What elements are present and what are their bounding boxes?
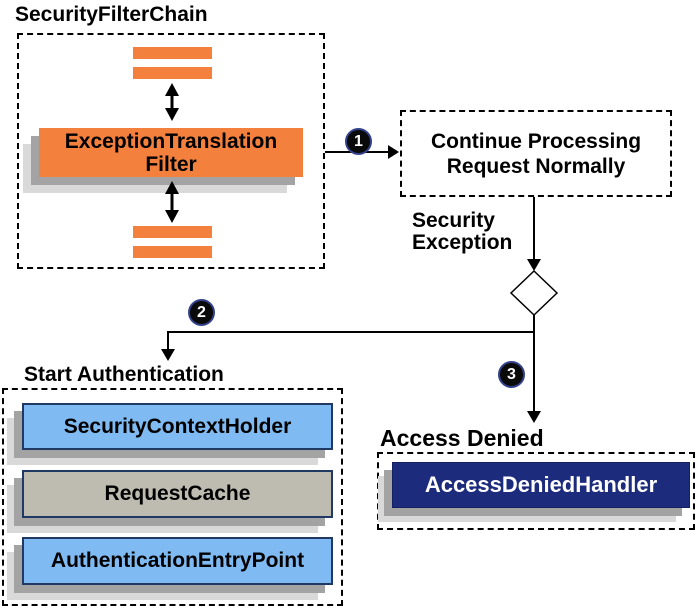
authentication-entry-point-label: AuthenticationEntryPoint bbox=[50, 549, 305, 572]
access-denied-handler-label: AccessDeniedHandler bbox=[424, 472, 658, 497]
start-authentication-box bbox=[2, 388, 343, 606]
security-filter-chain-box bbox=[17, 33, 325, 269]
security-context-holder-box: SecurityContextHolder bbox=[22, 403, 333, 450]
access-denied-box bbox=[377, 452, 695, 530]
start-authentication-title: Start Authentication bbox=[24, 363, 224, 386]
filter-bar-bottom-1 bbox=[133, 226, 212, 238]
request-cache-box: RequestCache bbox=[22, 470, 333, 518]
step-3-badge: 3 bbox=[498, 361, 525, 388]
authentication-entry-point-box: AuthenticationEntryPoint bbox=[22, 537, 333, 585]
arrow-step3 bbox=[527, 332, 541, 423]
filter-bar-top-1 bbox=[133, 47, 212, 59]
request-cache-label: RequestCache bbox=[104, 482, 251, 505]
arrow-step2 bbox=[161, 315, 535, 361]
security-filter-chain-title: SecurityFilterChain bbox=[15, 3, 208, 26]
security-exception-label: Security Exception bbox=[412, 210, 512, 254]
arrow-security-exception bbox=[527, 197, 541, 271]
exception-translation-filter-box: ExceptionTranslation Filter bbox=[39, 128, 303, 177]
continue-processing-label-line1: Continue Processing bbox=[430, 129, 642, 153]
access-denied-handler-box: AccessDeniedHandler bbox=[392, 462, 690, 508]
security-exception-label-line1: Security bbox=[412, 209, 495, 232]
filter-bar-bottom-2 bbox=[133, 246, 212, 258]
access-denied-title: Access Denied bbox=[380, 425, 544, 451]
continue-processing-box: Continue Processing Request Normally bbox=[400, 110, 672, 197]
exception-translation-filter-label-line2: Filter bbox=[145, 152, 197, 176]
step-1-badge: 1 bbox=[345, 128, 372, 155]
continue-processing-label-line2: Request Normally bbox=[446, 154, 626, 178]
filter-bar-top-2 bbox=[133, 67, 212, 79]
step-2-badge: 2 bbox=[188, 299, 215, 326]
security-context-holder-label: SecurityContextHolder bbox=[63, 414, 292, 438]
security-exception-label-line2: Exception bbox=[412, 231, 513, 254]
exception-translation-filter-label-line1: ExceptionTranslation bbox=[64, 129, 278, 153]
decision-diamond bbox=[509, 269, 559, 317]
